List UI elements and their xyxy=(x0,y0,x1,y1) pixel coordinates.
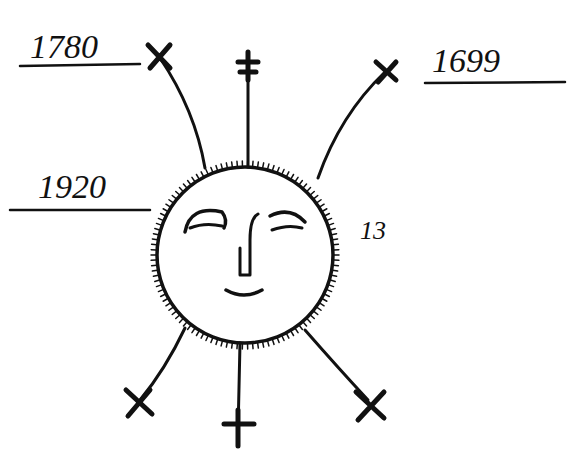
year-label: 1699 xyxy=(432,44,500,78)
hatch-mark xyxy=(327,218,332,220)
cross xyxy=(224,410,254,446)
rays xyxy=(140,58,385,432)
hatch-mark xyxy=(329,285,334,287)
hatch-mark xyxy=(201,334,203,338)
hatch-mark xyxy=(179,188,182,192)
hatch-mark xyxy=(192,328,195,332)
hatch-mark xyxy=(192,177,195,181)
hatch-mark xyxy=(291,331,294,335)
left-eye xyxy=(185,211,226,232)
hatch-mark xyxy=(287,334,289,338)
hatch-mark xyxy=(303,184,306,188)
ray xyxy=(160,58,205,168)
ray xyxy=(305,330,368,400)
hatch-mark xyxy=(327,290,332,292)
year-label: 1920 xyxy=(38,170,106,204)
hatch-mark xyxy=(330,229,335,230)
double-cross xyxy=(238,52,258,80)
hatch-marks xyxy=(151,161,339,349)
hatch-mark xyxy=(216,340,218,345)
hatch-mark xyxy=(295,177,298,181)
hatch-mark xyxy=(221,341,222,346)
hatch-mark xyxy=(158,290,163,292)
mouth xyxy=(226,290,262,295)
face-circle xyxy=(157,167,333,343)
hatch-mark xyxy=(172,195,176,198)
hatch-mark xyxy=(155,280,160,281)
hatch-mark xyxy=(169,200,173,203)
year-label: 1780 xyxy=(30,30,98,64)
hatch-mark xyxy=(329,223,334,225)
x-cross xyxy=(126,390,152,416)
hatch-mark xyxy=(196,331,199,335)
right-eye xyxy=(270,212,305,222)
hatch-mark xyxy=(172,311,176,314)
underline xyxy=(20,64,140,66)
x-cross xyxy=(356,392,384,420)
underlines xyxy=(10,64,565,210)
ray xyxy=(140,328,185,400)
hatch-mark xyxy=(153,234,158,235)
hatch-mark xyxy=(299,325,302,329)
hatch-mark xyxy=(163,209,167,211)
left-eye-lid xyxy=(190,224,222,228)
underline xyxy=(425,82,565,83)
callout-number: 13 xyxy=(360,218,386,244)
hatch-mark xyxy=(169,307,173,310)
x-cross xyxy=(376,62,396,82)
hatch-mark xyxy=(155,229,160,230)
hatch-mark xyxy=(188,325,191,329)
hatch-mark xyxy=(295,328,298,332)
x-cross xyxy=(148,45,170,68)
hatch-mark xyxy=(179,319,182,323)
hatch-mark xyxy=(268,341,269,346)
crosses xyxy=(126,45,396,446)
hatch-mark xyxy=(332,234,337,235)
right-eye-lid xyxy=(272,226,302,230)
ray xyxy=(318,72,385,178)
underline xyxy=(10,209,150,212)
hatch-mark xyxy=(330,280,335,281)
nose xyxy=(240,214,258,275)
hatch-mark xyxy=(183,184,186,188)
